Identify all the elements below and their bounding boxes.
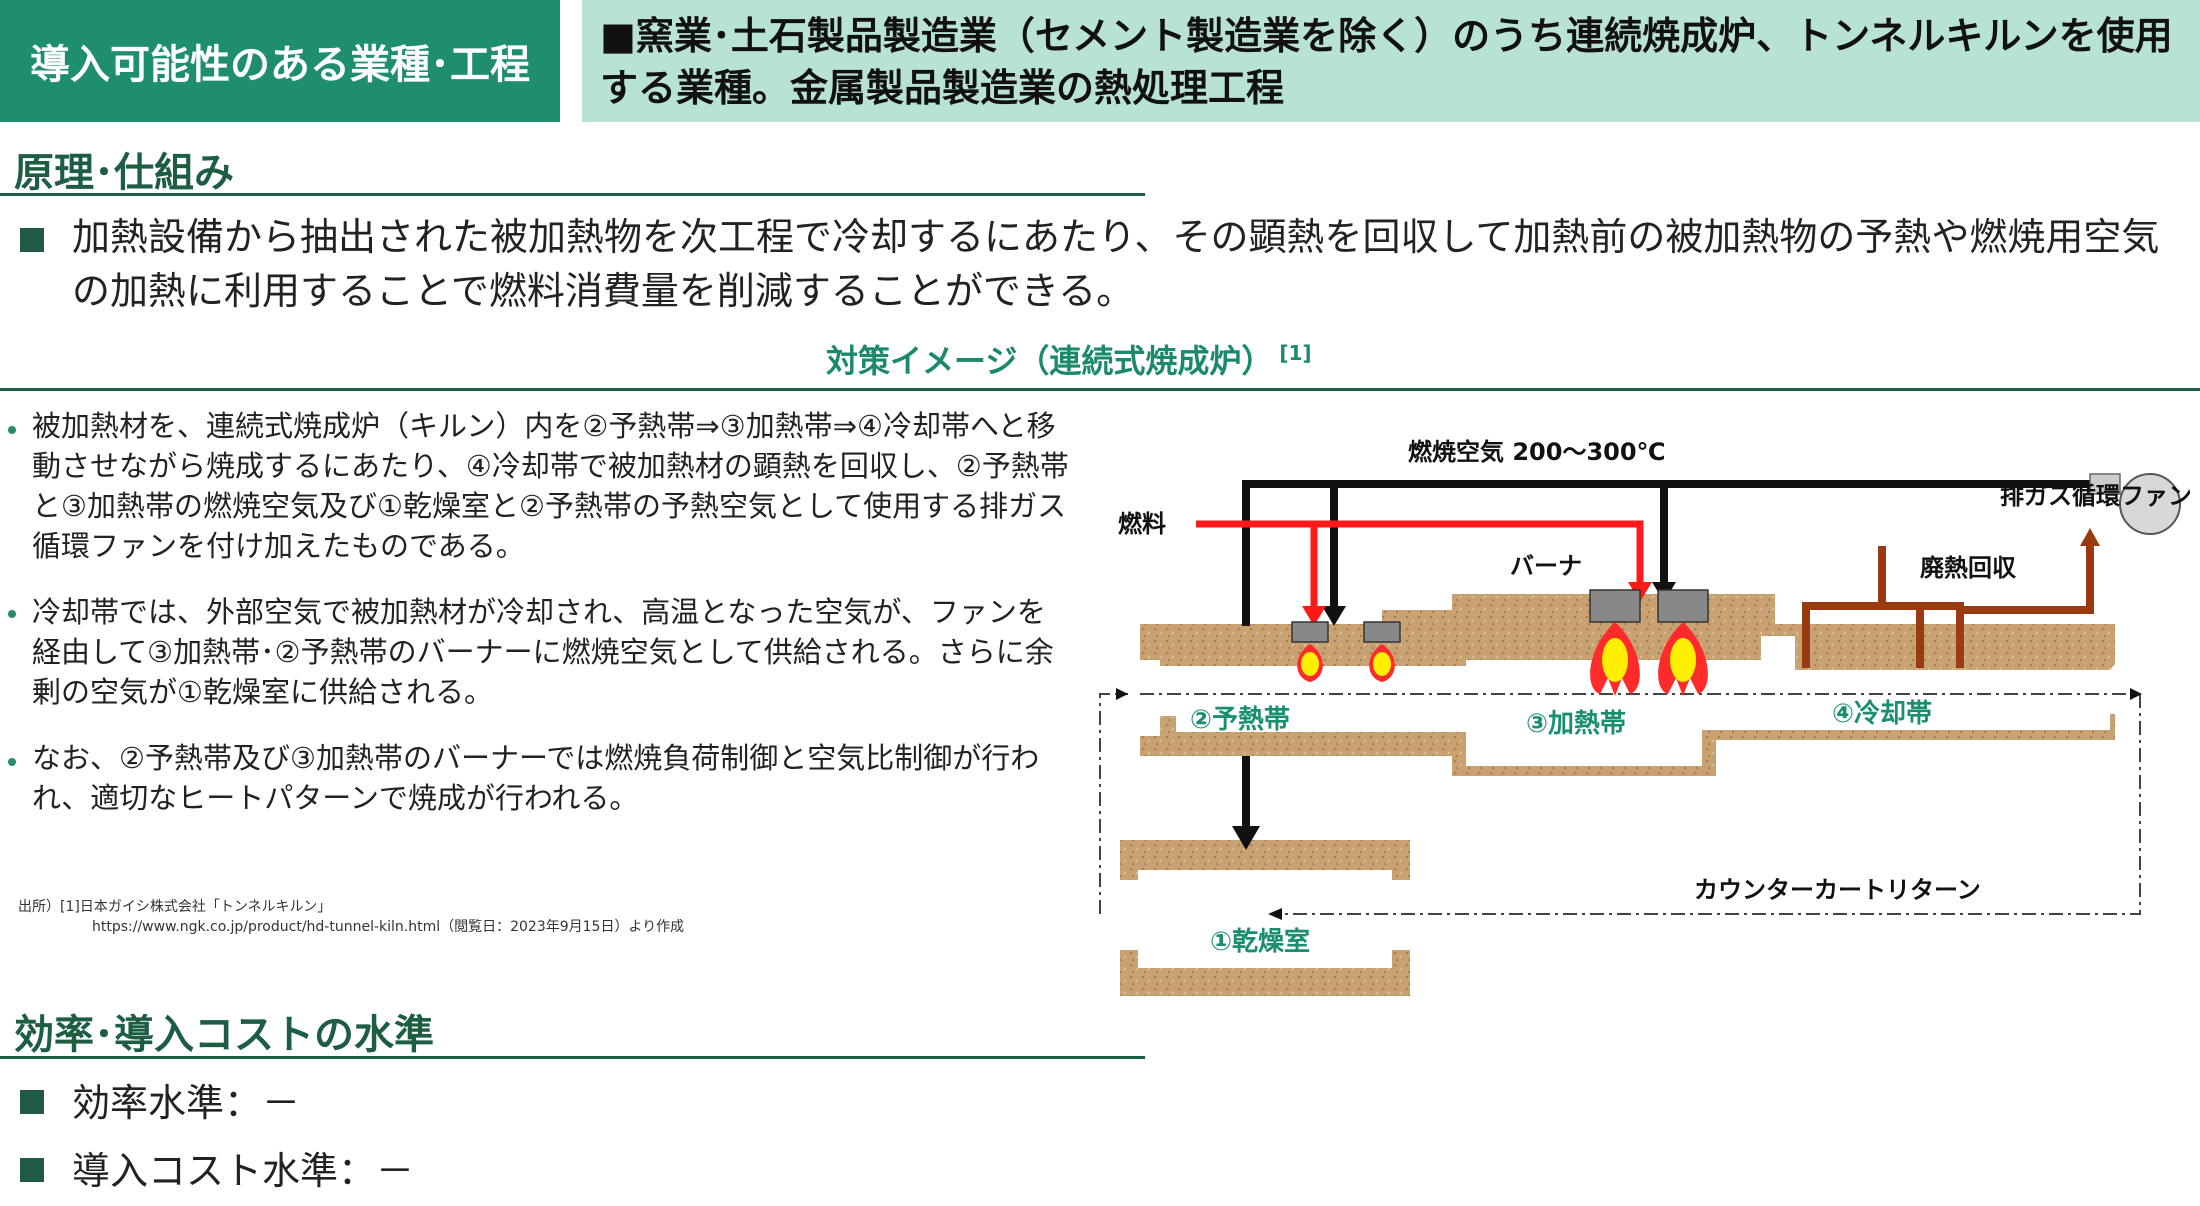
efficiency-level: 効率水準：－ bbox=[72, 1081, 301, 1125]
efficiency-title: 効率･導入コストの水準 bbox=[14, 1012, 434, 1058]
waste-heat-pipe bbox=[1802, 546, 1964, 668]
bullet-square-icon bbox=[20, 1090, 44, 1114]
bullet-square-icon bbox=[20, 1158, 44, 1182]
air-arrowhead-preheat bbox=[1322, 606, 1346, 626]
bullet-dot-icon bbox=[8, 610, 16, 618]
heating-zone-label: ③加熱帯 bbox=[1526, 709, 1626, 739]
bullet-square-icon bbox=[20, 228, 44, 252]
industry-label-text: 導入可能性のある業種･工程 bbox=[30, 42, 530, 88]
burner-label: バーナ bbox=[1510, 552, 1582, 580]
source-line-1: 出所）[1]日本ガイシ株式会社「トンネルキルン」 bbox=[18, 899, 332, 915]
fuel-label: 燃料 bbox=[1118, 510, 1166, 538]
flame-icon bbox=[1658, 622, 1708, 696]
industry-label: 導入可能性のある業種･工程 bbox=[0, 0, 560, 122]
drying-room-upper bbox=[1120, 840, 1410, 880]
combustion-air-label: 燃焼空気 200～300℃ bbox=[1408, 438, 1666, 466]
waste-heat-label: 廃熱回収 bbox=[1920, 554, 2017, 582]
principle-title: 原理･仕組み bbox=[14, 150, 234, 196]
loop-arrow-bottom bbox=[1268, 908, 1282, 920]
fan-duct bbox=[2089, 473, 2121, 495]
principle-text: 加熱設備から抽出された被加熱物を次工程で冷却するにあたり、その顕熱を回収して加熱… bbox=[72, 215, 2160, 313]
bullet-dot-icon bbox=[8, 426, 16, 434]
industry-description-text: ■窯業･土石製品製造業（セメント製造業を除く）のうち連続焼成炉、トンネルキルンを… bbox=[600, 14, 2173, 110]
fuel-line bbox=[1196, 520, 1644, 586]
principle-divider bbox=[0, 193, 1145, 196]
counter-return-label: カウンターカートリターン bbox=[1694, 876, 1981, 904]
exhaust-fan-label: 排ガス循環ファン bbox=[2000, 482, 2190, 510]
fuel-arrowhead-preheat bbox=[1302, 606, 1326, 626]
burner-icon bbox=[1589, 589, 1641, 623]
loop-arrow-left bbox=[1116, 688, 1128, 700]
air-line-main bbox=[1242, 480, 2096, 626]
drying-room-lower bbox=[1120, 950, 1410, 996]
bullet-item: なお、②予熱帯及び③加熱帯のバーナーでは燃焼負荷制御と空気比制御が行われ、適切な… bbox=[32, 741, 1040, 815]
image-section-title: 対策イメージ（連続式焼成炉）[1] bbox=[826, 336, 1312, 382]
image-section-divider bbox=[0, 388, 2200, 391]
waste-heat-arrowhead bbox=[2080, 528, 2100, 546]
image-section-title-text: 対策イメージ（連続式焼成炉） bbox=[826, 342, 1274, 380]
burner-icon bbox=[1657, 589, 1709, 623]
flame-icon bbox=[1369, 644, 1395, 682]
counter-return-loop bbox=[1099, 693, 2141, 915]
burner-icon bbox=[1291, 621, 1329, 643]
kiln-lower-wall bbox=[1140, 714, 2115, 776]
kiln-diagram: 燃焼空気 200～300℃ 燃料 排ガス循環ファン バーナ 廃熱回収 ②予熱帯 … bbox=[1099, 438, 2190, 996]
bullet-item: 被加熱材を、連続式焼成炉（キルン）内を②予熱帯⇒③加熱帯⇒④冷却帯へと移動させな… bbox=[32, 409, 1069, 563]
preheat-zone-label: ②予熱帯 bbox=[1190, 705, 1290, 735]
bullet-item: 冷却帯では、外部空気で被加熱材が冷却され、高温となった空気が、ファンを経由して③… bbox=[32, 595, 1054, 709]
drying-room-label: ①乾燥室 bbox=[1210, 926, 1310, 957]
flame-icon bbox=[1590, 622, 1640, 696]
cooling-zone-label: ④冷却帯 bbox=[1832, 698, 1932, 729]
efficiency-divider bbox=[0, 1056, 1145, 1059]
bullet-dot-icon bbox=[8, 758, 16, 766]
exhaust-fan-icon bbox=[2119, 473, 2181, 535]
flame-icon bbox=[1297, 644, 1323, 682]
industry-description: ■窯業･土石製品製造業（セメント製造業を除く）のうち連続焼成炉、トンネルキルンを… bbox=[582, 0, 2200, 122]
source-line-2: https://www.ngk.co.jp/product/hd-tunnel-… bbox=[92, 919, 685, 935]
image-section-ref: [1] bbox=[1279, 341, 1312, 366]
loop-arrow-top bbox=[2130, 688, 2142, 700]
air-arrowhead-drying bbox=[1232, 826, 1260, 850]
burner-icon bbox=[1363, 621, 1401, 643]
waste-heat-riser bbox=[1960, 540, 2094, 614]
cost-level: 導入コスト水準：－ bbox=[72, 1149, 415, 1193]
